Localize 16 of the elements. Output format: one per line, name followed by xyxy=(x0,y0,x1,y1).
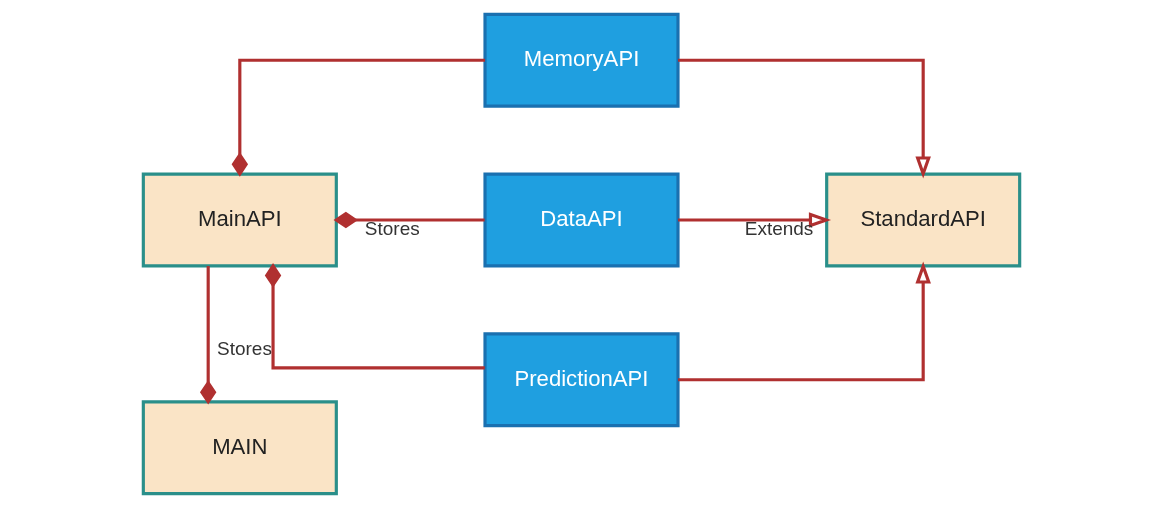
node-box: DataAPI xyxy=(483,172,680,268)
connector xyxy=(264,263,485,370)
edge-label: Extends xyxy=(744,218,814,240)
arrow xyxy=(678,58,931,179)
node-box: MAIN xyxy=(141,400,338,496)
arrow xyxy=(678,261,931,382)
node-box: StandardAPI xyxy=(825,172,1022,268)
edge-label: Stores xyxy=(217,337,272,359)
connector xyxy=(333,211,485,229)
node-box: MainAPI xyxy=(141,172,338,268)
connector xyxy=(199,266,217,405)
arrow xyxy=(678,212,832,228)
node-box: MemoryAPI xyxy=(483,12,680,108)
connector xyxy=(231,58,485,177)
node-box: PredictionAPI xyxy=(483,332,680,428)
edge-label: Stores xyxy=(364,218,420,240)
